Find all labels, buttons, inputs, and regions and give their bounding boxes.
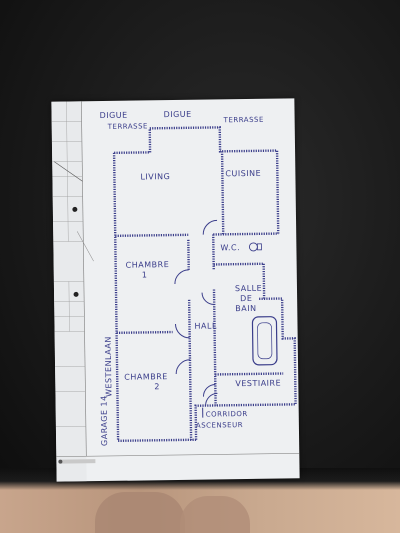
- footer-line: [56, 452, 300, 457]
- label-ascenseur: ASCENSEUR: [195, 421, 244, 430]
- floor-plan-sheet: DIGUE DIGUE TERRASSE TERRASSE LIVING CUI…: [51, 98, 300, 482]
- person-leg-left: [95, 492, 185, 533]
- bathtub-icon: [251, 316, 278, 366]
- floor-plan-drawing: [51, 101, 300, 482]
- bathtub-inner: [257, 322, 273, 360]
- label-digue-right: DIGUE: [163, 109, 192, 120]
- toilet-icon: [248, 242, 258, 252]
- label-terrasse-right: TERRASSE: [223, 115, 264, 125]
- label-wc: W.C.: [220, 243, 241, 253]
- pencil-mark: [76, 231, 94, 262]
- info-strip-rows: [51, 101, 86, 427]
- footer-logo-mark: [60, 459, 96, 464]
- pencil-diagonal: [54, 161, 83, 182]
- label-terrasse-left: TERRASSE: [107, 122, 149, 131]
- label-chambre-2-number: 2: [154, 382, 161, 392]
- person-leg-right: [180, 496, 250, 533]
- label-de: DE: [240, 293, 253, 304]
- label-chambre-1-number: 1: [141, 270, 148, 280]
- info-dot-1: [72, 206, 78, 212]
- label-corridor: CORRIDOR: [205, 410, 248, 419]
- label-cuisine: CUISINE: [225, 168, 262, 179]
- label-westenlaan: WESTENLAAN: [103, 336, 114, 398]
- label-vestiaire: VESTIAIRE: [235, 378, 282, 389]
- label-living: LIVING: [140, 172, 171, 182]
- label-bain: BAIN: [235, 303, 257, 314]
- label-hall: HALL: [194, 321, 217, 331]
- info-strip-border: [81, 101, 87, 457]
- label-salle: SALLE: [234, 283, 263, 294]
- footer-logo-dot: [58, 459, 63, 464]
- label-digue-left: DIGUE: [99, 110, 128, 121]
- info-dot-2: [73, 291, 79, 297]
- label-chambre-2: CHAMBRE: [124, 372, 168, 382]
- label-chambre-1: CHAMBRE: [125, 260, 170, 270]
- door-swings: [174, 219, 218, 406]
- toilet-tank: [256, 243, 262, 251]
- label-garage: GARAGE 14: [99, 395, 110, 447]
